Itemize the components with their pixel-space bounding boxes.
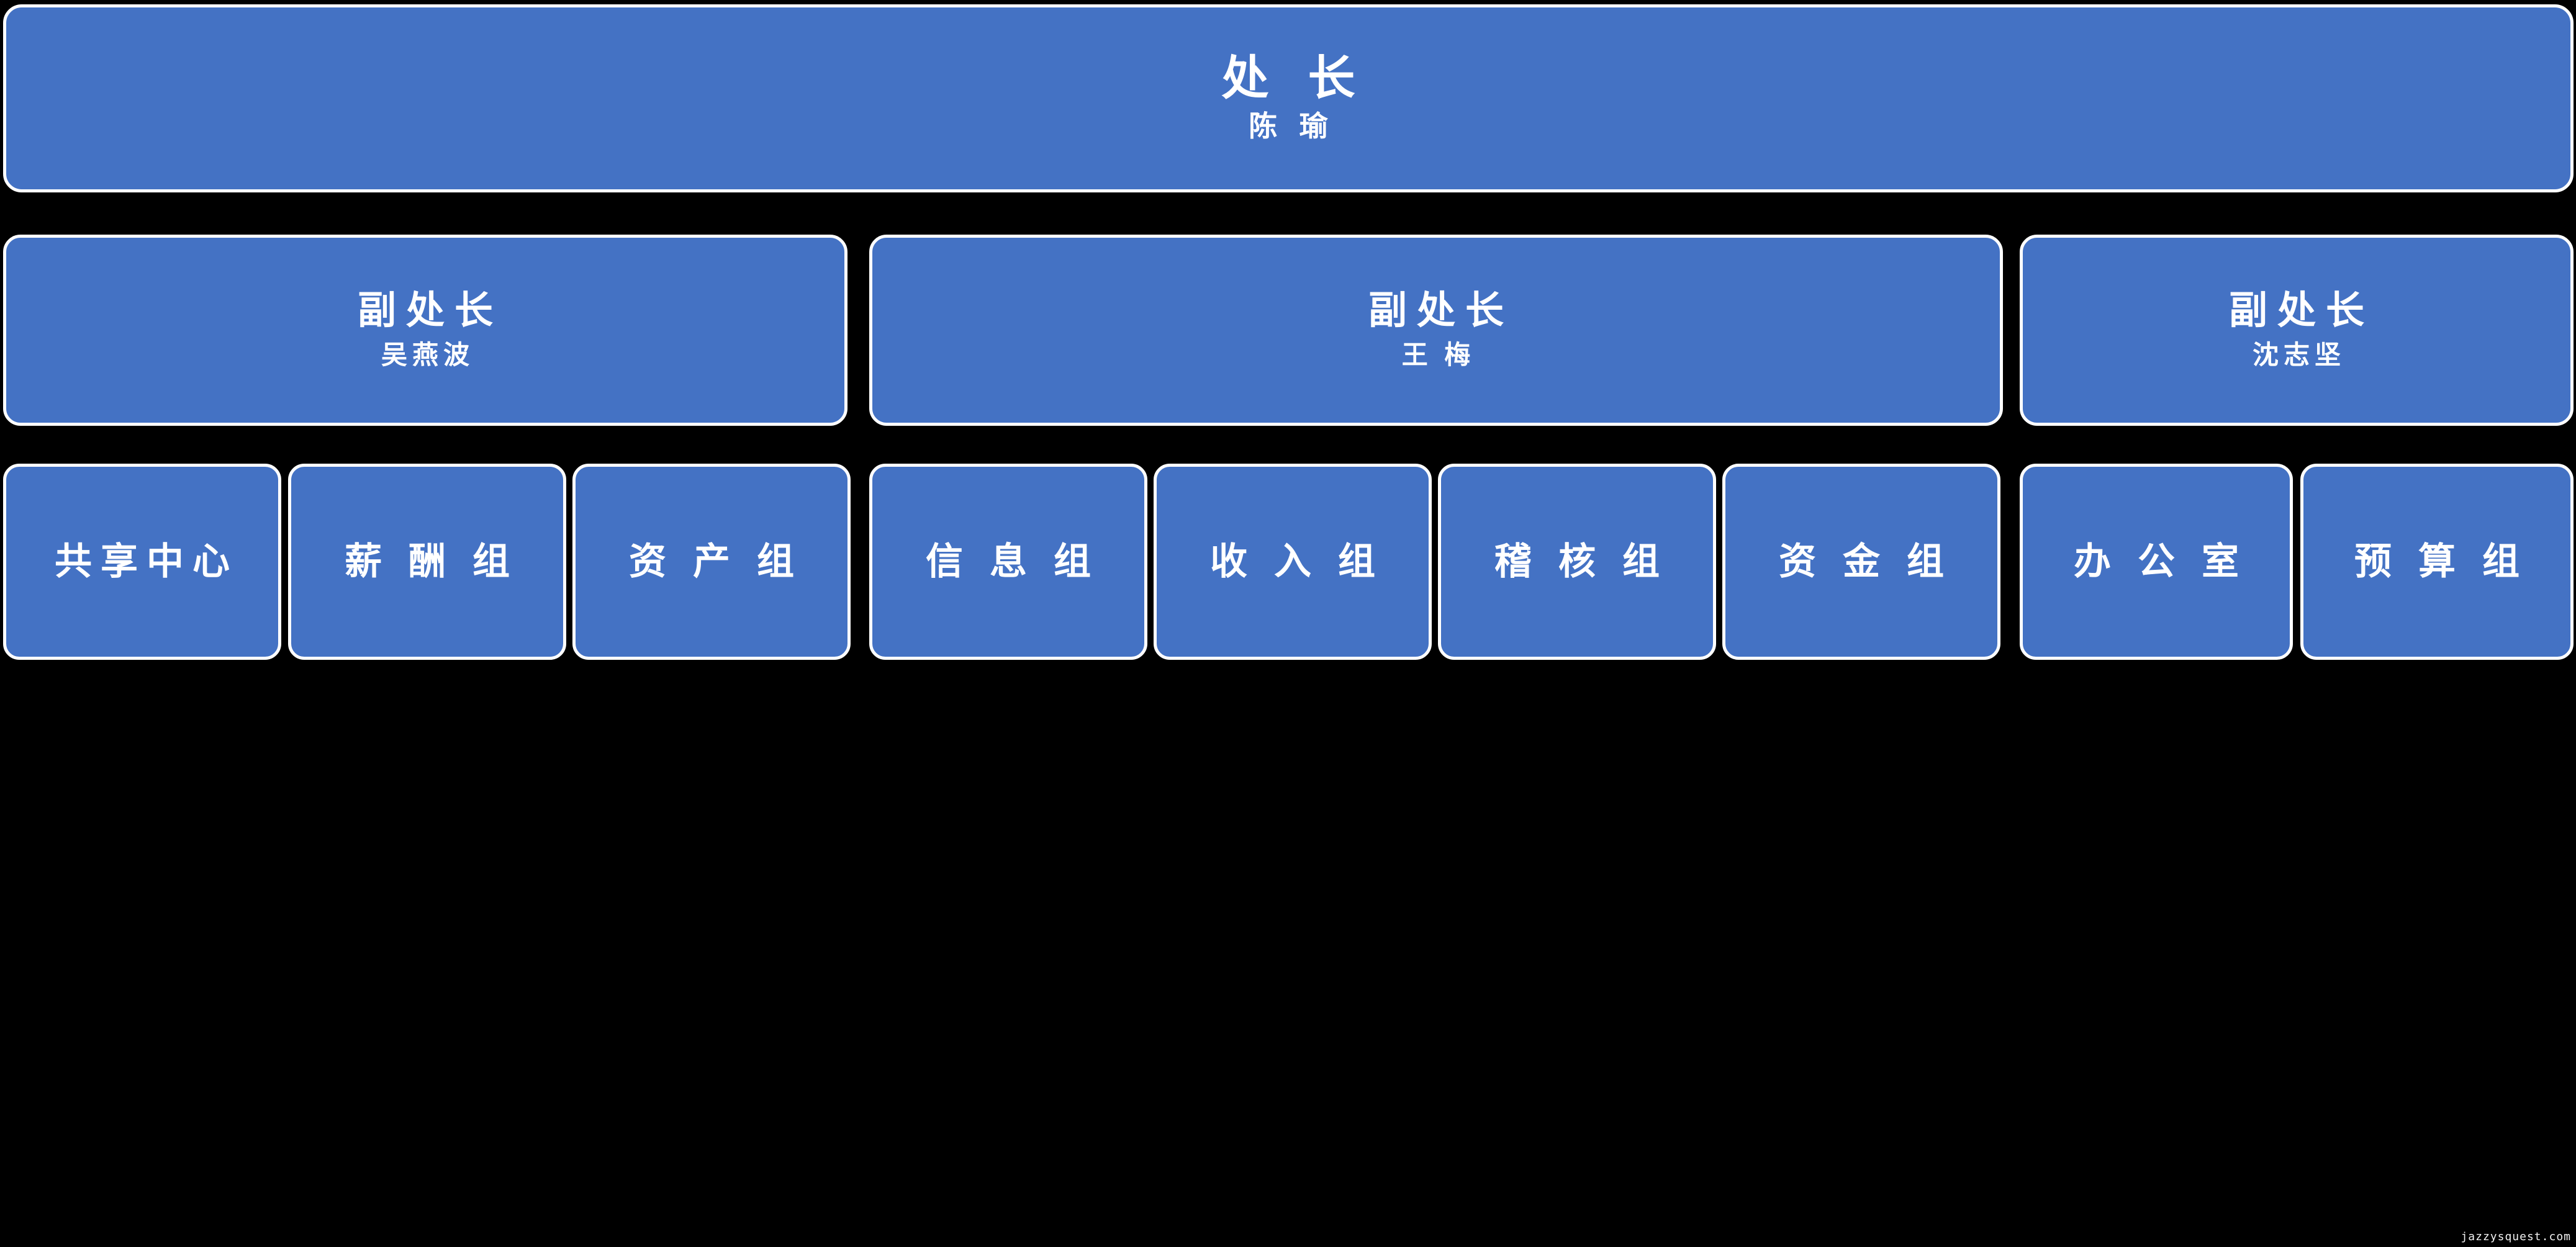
org-node-team-compensation[interactable]: 薪 酬 组 bbox=[288, 464, 566, 660]
org-node-team-shared-center[interactable]: 共享中心 bbox=[3, 464, 281, 660]
org-node-team-office[interactable]: 办 公 室 bbox=[2020, 464, 2293, 660]
node-title: 办 公 室 bbox=[2074, 541, 2248, 582]
org-node-team-information[interactable]: 信 息 组 bbox=[869, 464, 1147, 660]
org-node-team-funds[interactable]: 资 金 组 bbox=[1722, 464, 2000, 660]
node-title: 薪 酬 组 bbox=[345, 541, 518, 582]
node-title: 资 金 组 bbox=[1779, 541, 1953, 582]
node-title: 资 产 组 bbox=[629, 541, 803, 582]
node-person-name: 王 梅 bbox=[1401, 341, 1476, 370]
org-node-deputy-1[interactable]: 副处长 吴燕波 bbox=[3, 235, 847, 426]
node-title: 收 入 组 bbox=[1210, 541, 1384, 582]
org-node-team-revenue[interactable]: 收 入 组 bbox=[1154, 464, 1432, 660]
node-person-name: 吴燕波 bbox=[381, 341, 474, 370]
node-title: 副处长 bbox=[1368, 290, 1514, 333]
org-node-team-assets[interactable]: 资 产 组 bbox=[572, 464, 851, 660]
node-title: 信 息 组 bbox=[926, 541, 1100, 582]
org-node-deputy-2[interactable]: 副处长 王 梅 bbox=[869, 235, 2003, 426]
node-title: 处 长 bbox=[1221, 53, 1369, 106]
node-title: 共享中心 bbox=[55, 541, 238, 582]
node-person-name: 陈 瑜 bbox=[1249, 110, 1335, 143]
org-node-director[interactable]: 处 长 陈 瑜 bbox=[3, 4, 2574, 192]
node-person-name: 沈志坚 bbox=[2252, 341, 2346, 370]
org-node-deputy-3[interactable]: 副处长 沈志坚 bbox=[2020, 235, 2574, 426]
org-node-team-budget[interactable]: 预 算 组 bbox=[2300, 464, 2574, 660]
node-title: 副处长 bbox=[2228, 290, 2374, 333]
node-title: 副处长 bbox=[357, 290, 503, 333]
node-title: 预 算 组 bbox=[2354, 541, 2528, 582]
node-title: 稽 核 组 bbox=[1494, 541, 1668, 582]
watermark: jazzysquest.com bbox=[2461, 1230, 2571, 1243]
org-node-team-audit[interactable]: 稽 核 组 bbox=[1438, 464, 1716, 660]
